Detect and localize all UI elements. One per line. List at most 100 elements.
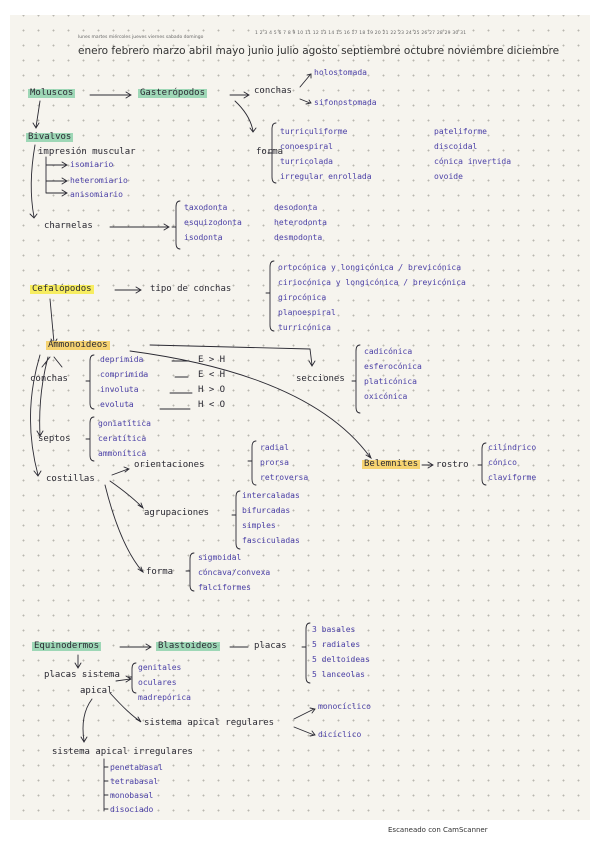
conchas-relaciones-list: E > H E < H H > O H < O [198, 355, 225, 415]
sistema-apical-regulares: sistema apical regulares [144, 718, 275, 728]
gasteropodos-conchas: conchas [254, 86, 292, 96]
tipo-concha-item: planoespiral [278, 308, 336, 317]
agrupacion-item: simples [242, 521, 276, 530]
rostro-tipo-item: cónico [488, 458, 517, 467]
formas-list-2: pateliforme discoidal cónica invertida o… [434, 127, 511, 187]
apical-tipos-list: genitales oculares madrepórica [138, 663, 191, 708]
agrupacion-item: fasciculadas [242, 536, 300, 545]
placa-tipo-item: 3 basales [312, 625, 356, 634]
moluscos-title: Moluscos [28, 88, 76, 98]
belemnites-title: Belemnites [362, 459, 421, 469]
concha-tipo-item: evoluta [100, 400, 134, 409]
relacion-item: H > O [198, 385, 226, 395]
weekday-header: lunes martes miércoles jueves viernes sa… [78, 35, 204, 40]
connector-lines [29, 73, 487, 812]
charnela-item: heterodonta [274, 218, 327, 227]
seccion-tipo-item: cadicónica [364, 347, 413, 356]
septo-tipo-item: goniatítica [98, 419, 151, 428]
relacion-item: E < H [198, 370, 226, 380]
placa-tipo-item: 5 radiales [312, 640, 361, 649]
irregular-tipo-item: disociado [110, 805, 154, 814]
seccion-tipo-item: platicónica [364, 377, 417, 386]
irregulares-tipos-list: penetabasal tetrabasal monobasal disocia… [110, 763, 163, 819]
costillas-agrupaciones: agrupaciones [144, 508, 210, 518]
forma-item: cónica invertida [434, 157, 512, 166]
placas-tipos-list: 3 basales 5 radiales 5 deltoideas 5 lanc… [312, 625, 370, 685]
irregular-tipo-item: tetrabasal [110, 777, 159, 786]
day-numbers-header: 1 2 3 4 5 6 7 8 9 10 11 12 13 14 15 16 1… [255, 31, 467, 36]
forma-item: turriculiforme [280, 127, 348, 136]
relacion-item: E > H [198, 355, 226, 365]
concha-tipo-item: deprimida [100, 355, 144, 364]
gasteropodos-forma: forma [256, 147, 284, 157]
ammonoideos-title: Ammonoideos [46, 340, 110, 350]
charnela-item: desmodonta [274, 233, 323, 242]
agrupacion-item: bifurcadas [242, 506, 291, 515]
impresion-isomiario: isomiario [70, 160, 114, 169]
gasteropodos-title: Gasterópodos [138, 88, 208, 98]
septos-tipos-list: goniatítica ceratítica ammonítica [98, 419, 151, 464]
forma-item: conoespiral [280, 142, 333, 151]
cefalopodos-tipos-list: ortocónica y longicónica / brevicónica c… [278, 263, 466, 338]
regulares-monociclico: monocíclico [318, 702, 371, 711]
septo-tipo-item: ammonítica [98, 449, 147, 458]
secciones-tipos-list: cadicónica esferocónica platicónica oxic… [364, 347, 422, 407]
charnelas-list-1: taxodonta esquizodonta isodonta [184, 203, 242, 248]
notebook-page: lunes martes miércoles jueves viernes sa… [10, 15, 590, 820]
septo-tipo-item: ceratítica [98, 434, 147, 443]
costillas-forma: forma [146, 567, 174, 577]
rostro-tipos-list: cilíndrico cónico claviforme [488, 443, 536, 488]
irregular-tipo-item: monobasal [110, 791, 154, 800]
conchas-sifonostomada: sifonostomada [314, 98, 377, 107]
charnela-item: esquizodonta [184, 218, 242, 227]
impresion-anisomiario: anisomiario [70, 190, 123, 199]
seccion-tipo-item: oxicónica [364, 392, 408, 401]
forma-item: pateliforme [434, 127, 487, 136]
agrupaciones-list: intercaladas bifurcadas simples fascicul… [242, 491, 300, 551]
scanner-watermark: Escaneado con CamScanner [388, 826, 488, 834]
impresion-heteromiario: heteromiario [70, 176, 128, 185]
cefalopodos-title: Cefalópodos [30, 284, 94, 294]
belemnites-rostro: rostro [436, 460, 469, 470]
charnelas-list-2: desodonta heterodonta desmodonta [274, 203, 327, 248]
apical-tipo-item: genitales [138, 663, 182, 672]
forma-item: ovoide [434, 172, 463, 181]
charnela-item: taxodonta [184, 203, 228, 212]
placa-tipo-item: 5 deltoideas [312, 655, 370, 664]
months-header: enero febrero marzo abril mayo junio jul… [78, 45, 560, 57]
orientaciones-list: radial prorsa retroversa [260, 443, 308, 488]
ammonoideos-secciones: secciones [296, 374, 345, 384]
orientacion-item: radial [260, 443, 289, 452]
conchas-tipos-list: deprimida comprimida involuta evoluta [100, 355, 148, 415]
placas-apical: apical [80, 686, 113, 696]
regulares-diciclico: dicíclico [318, 730, 362, 739]
forma-tipos-list: sigmoidal cóncava/convexa falciformes [198, 553, 270, 598]
forma-item: turricolada [280, 157, 333, 166]
sistema-apical-irregulares: sistema apical irregulares [52, 747, 193, 757]
ammonoideos-costillas: costillas [46, 474, 95, 484]
placas-sistema: placas sistema [44, 670, 120, 680]
apical-tipo-item: oculares [138, 678, 177, 687]
orientacion-item: prorsa [260, 458, 289, 467]
formas-list-1: turriculiforme conoespiral turricolada i… [280, 127, 372, 187]
tipo-concha-item: turricónica [278, 323, 331, 332]
placa-tipo-item: 5 lanceolas [312, 670, 365, 679]
orientacion-item: retroversa [260, 473, 309, 482]
irregular-tipo-item: penetabasal [110, 763, 163, 772]
conchas-holostomada: holostomada [314, 68, 367, 77]
concha-tipo-item: comprimida [100, 370, 149, 379]
agrupacion-item: intercaladas [242, 491, 300, 500]
tipo-concha-item: ciriocónica y longicónica / brevicónica [278, 278, 466, 287]
tipo-de-conchas: tipo de conchas [150, 284, 232, 294]
charnela-item: desodonta [274, 203, 318, 212]
bivalvos-title: Bivalvos [26, 132, 74, 142]
relacion-item: H < O [198, 400, 226, 410]
ammonoideos-septos: septos [38, 434, 71, 444]
costillas-orientaciones: orientaciones [134, 460, 205, 470]
forma-item: discoidal [434, 142, 478, 151]
concha-tipo-item: involuta [100, 385, 139, 394]
seccion-tipo-item: esferocónica [364, 362, 422, 371]
forma-item: irregular enrollada [280, 172, 372, 181]
bivalvos-charnelas: charnelas [44, 221, 93, 231]
blastoideos-placas: placas [254, 641, 287, 651]
